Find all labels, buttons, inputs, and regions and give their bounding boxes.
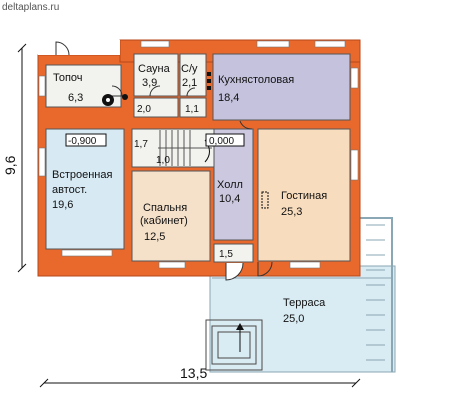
room-kitchen-name: Кухнястоловая	[218, 74, 294, 86]
room-kitchen-area: 18,4	[218, 92, 239, 104]
window	[314, 40, 346, 48]
window	[350, 149, 359, 181]
dim-depth-label: 9,6	[2, 155, 18, 175]
window	[350, 67, 359, 89]
door-hall-terrace	[225, 262, 244, 281]
wall-cutout	[38, 40, 120, 55]
sink-icon	[207, 72, 211, 76]
room-garage	[45, 128, 125, 250]
area-1-5: 1,5	[219, 249, 233, 260]
sink-icon	[207, 79, 211, 83]
room-kitchen	[212, 53, 351, 121]
room-terrace-name: Терраса	[283, 297, 326, 309]
room-hall	[213, 128, 254, 241]
room-sauna-area: 3,9	[142, 77, 157, 89]
boiler-icon-dot	[106, 98, 110, 102]
room-boiler-name: Топоч	[53, 72, 83, 84]
room-a20	[133, 97, 179, 118]
room-hall-area: 10,4	[219, 193, 240, 205]
room-living-area: 25,3	[281, 206, 302, 218]
room-bedroom-name-2: (кабинет)	[140, 215, 188, 227]
room-terrace-area: 25,0	[283, 313, 304, 325]
window	[256, 40, 290, 48]
area-1-7: 1,7	[134, 139, 148, 150]
terrace	[205, 214, 396, 373]
level-garage-box	[65, 133, 107, 147]
area-2-0: 2,0	[137, 104, 151, 115]
door-wc	[186, 87, 196, 97]
room-living	[257, 128, 351, 262]
sink-icon	[207, 86, 211, 90]
door-living-terrace	[257, 261, 273, 277]
fireplace-icon	[261, 191, 269, 209]
area-1-0: 1,0	[156, 155, 170, 166]
room-bedroom-area: 12,5	[144, 231, 165, 243]
level-hall-box	[205, 133, 245, 147]
steps-arrow	[236, 323, 244, 330]
room-garage-name-1: Встроенная	[52, 169, 112, 181]
room-hall-name: Холл	[217, 179, 243, 191]
room-wc	[179, 53, 207, 97]
window	[38, 75, 46, 97]
window	[289, 261, 321, 269]
doors	[55, 41, 273, 281]
door-entry	[55, 41, 70, 56]
room-garage-area: 19,6	[52, 199, 73, 211]
door-boiler	[111, 85, 123, 97]
dim-tick	[17, 263, 27, 273]
dim-tick	[351, 378, 361, 388]
room-wc-area: 2,1	[182, 77, 197, 89]
room-a11	[179, 97, 207, 118]
terrace-floor	[209, 265, 396, 373]
level-garage: -0,900	[68, 136, 97, 147]
staircase	[158, 130, 212, 166]
dimension-depth: 9,6	[2, 43, 27, 273]
window	[61, 249, 113, 257]
room-garage-name-2: автост.	[52, 184, 87, 196]
door-kitchen	[239, 120, 253, 130]
room-bedroom	[131, 170, 211, 262]
room-sauna-name: Сауна	[138, 63, 171, 75]
windows	[38, 40, 359, 269]
window	[158, 261, 186, 269]
chimney-icon	[122, 94, 128, 100]
window	[38, 147, 46, 177]
window	[140, 40, 170, 48]
room-sauna	[133, 53, 179, 97]
level-hall: 0,000	[209, 136, 234, 147]
terrace-steps	[211, 325, 257, 365]
dim-tick	[17, 43, 27, 53]
room-living-name: Гостиная	[281, 190, 327, 202]
room-boiler-area: 6,3	[68, 92, 83, 104]
dim-width-label: 13,5	[180, 365, 207, 381]
room-bedroom-name-1: Спальня	[143, 202, 187, 214]
terrace-steps	[217, 331, 251, 359]
room-a15	[213, 243, 254, 263]
terrace-steps	[205, 319, 263, 371]
dim-tick	[39, 378, 49, 388]
room-wc-name: С/у	[181, 63, 198, 75]
door-sauna	[149, 85, 161, 97]
dimension-width: 13,5	[39, 365, 361, 388]
site-label: deltaplans.ru	[2, 2, 59, 13]
area-1-1: 1,1	[185, 104, 199, 115]
